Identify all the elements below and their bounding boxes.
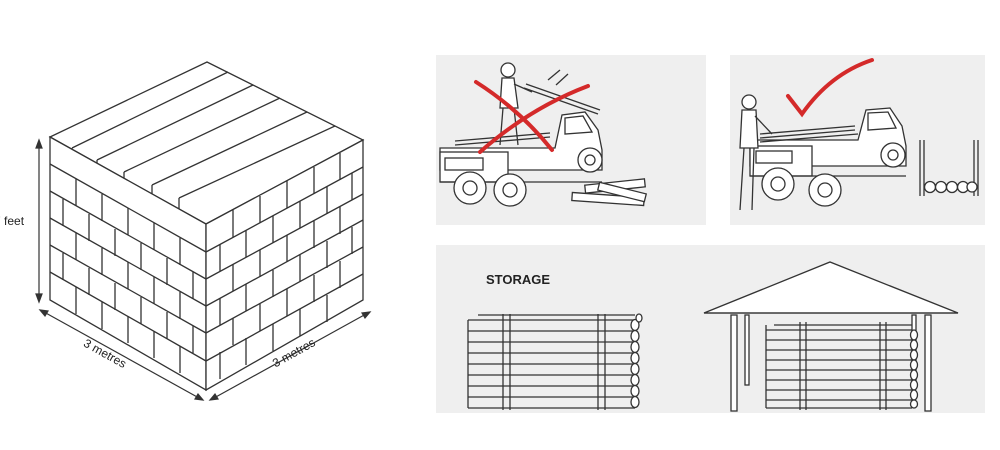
wrong-unloading-illustration <box>439 62 648 207</box>
stack-right-face <box>205 138 364 392</box>
neat-log-pile <box>919 140 979 196</box>
stack-left-ends <box>62 179 194 373</box>
storage-log-pile <box>467 313 643 410</box>
red-cross-icon <box>474 80 590 154</box>
height-dimension-arrow <box>35 138 43 304</box>
right-width-dimension-arrow <box>208 311 372 401</box>
storage-title: STORAGE <box>486 272 551 287</box>
left-width-dimension-arrow <box>38 309 205 401</box>
shed-logs <box>765 322 912 410</box>
storage-shed <box>703 261 959 412</box>
worker-carrying <box>739 94 773 211</box>
thrown-pole <box>523 69 601 115</box>
dropped-logs <box>571 178 648 207</box>
height-label: 7 feet <box>0 214 25 228</box>
right-unloading-illustration <box>739 58 979 211</box>
stack-right-ends <box>219 153 353 379</box>
stack-right-rows <box>205 166 364 362</box>
storage-panel <box>436 245 985 413</box>
pickup-truck-left <box>439 111 603 207</box>
stack-diagram <box>35 61 372 401</box>
pickup-truck-right <box>749 107 907 207</box>
red-check-icon <box>786 58 874 118</box>
